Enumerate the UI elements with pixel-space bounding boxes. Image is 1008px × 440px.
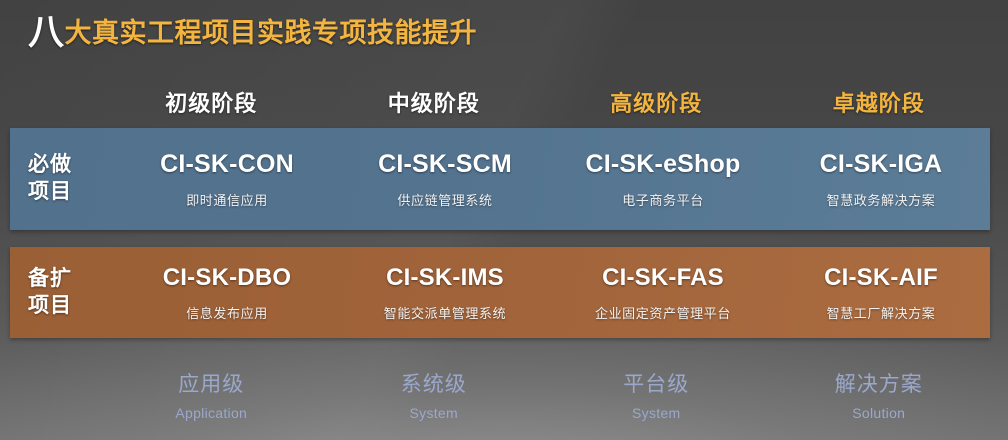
stage-header-1: 初级阶段 [165,91,258,116]
project-card-fas[interactable]: CI-SK-FAS 企业固定资产管理平台 [554,247,772,338]
project-code: CI-SK-IMS [386,263,504,291]
project-code: CI-SK-eShop [585,149,741,178]
required-projects-band: 必做 项目 CI-SK-CON 即时通信应用 CI-SK-SCM 供应链管理系统… [10,128,990,230]
tier-label-en: System [409,405,458,421]
project-desc: 智慧工厂解决方案 [826,305,936,321]
tier-system: 系统级 System [323,368,546,428]
stage-header-4: 卓越阶段 [832,91,925,116]
optional-projects-cells: CI-SK-DBO 信息发布应用 CI-SK-IMS 智能交派单管理系统 CI-… [118,247,990,338]
tier-label-cn: 系统级 [400,373,467,396]
project-desc: 智慧政务解决方案 [826,192,936,208]
project-desc: 供应链管理系统 [397,192,493,208]
stage-header-row: 初级阶段 中级阶段 高级阶段 卓越阶段 [100,86,990,118]
project-desc: 电子商务平台 [622,192,704,208]
project-desc: 即时通信应用 [186,192,268,208]
project-desc: 智能交派单管理系统 [383,305,507,321]
page-title-lead: 八 [28,11,65,52]
project-card-scm[interactable]: CI-SK-SCM 供应链管理系统 [336,128,554,230]
project-code: CI-SK-SCM [378,149,512,178]
required-label-line1: 必做 [28,153,72,177]
tier-label-cn: 平台级 [623,373,690,396]
required-projects-label: 必做 项目 [28,128,118,230]
tier-label-en: Solution [852,405,906,421]
project-code: CI-SK-DBO [162,263,292,291]
project-card-aif[interactable]: CI-SK-AIF 智慧工厂解决方案 [772,247,990,338]
tier-label-cn: 应用级 [178,373,245,396]
tier-platform: 平台级 System [545,368,768,428]
optional-projects-band: 备扩 项目 CI-SK-DBO 信息发布应用 CI-SK-IMS 智能交派单管理… [10,247,990,338]
page-title: 八大真实工程项目实践专项技能提升 [28,14,477,50]
project-card-con[interactable]: CI-SK-CON 即时通信应用 [118,128,336,230]
tier-label-en: Application [175,405,248,421]
optional-label-line2: 项目 [28,293,72,317]
required-projects-cells: CI-SK-CON 即时通信应用 CI-SK-SCM 供应链管理系统 CI-SK… [118,128,990,230]
tier-label-cn: 解决方案 [834,373,923,396]
project-code: CI-SK-IGA [819,149,943,178]
tier-label-en: System [632,405,681,421]
tier-application: 应用级 Application [100,368,323,428]
project-code: CI-SK-AIF [824,263,938,291]
project-card-eshop[interactable]: CI-SK-eShop 电子商务平台 [554,128,772,230]
optional-label-line1: 备扩 [28,266,72,290]
project-desc: 信息发布应用 [186,305,268,321]
tier-footer-row: 应用级 Application 系统级 System 平台级 System 解决… [100,368,990,428]
page-title-rest: 大真实工程项目实践专项技能提升 [64,18,478,48]
project-code: CI-SK-CON [160,149,294,178]
project-code: CI-SK-FAS [602,263,724,291]
stage-header-2: 中级阶段 [387,91,480,116]
optional-projects-label: 备扩 项目 [28,247,118,338]
project-card-ims[interactable]: CI-SK-IMS 智能交派单管理系统 [336,247,554,338]
project-card-dbo[interactable]: CI-SK-DBO 信息发布应用 [118,247,336,338]
required-label-line2: 项目 [28,180,72,203]
tier-solution: 解决方案 Solution [768,368,991,428]
project-desc: 企业固定资产管理平台 [594,305,731,321]
stage-header-3: 高级阶段 [610,91,703,116]
project-card-iga[interactable]: CI-SK-IGA 智慧政务解决方案 [772,128,990,230]
